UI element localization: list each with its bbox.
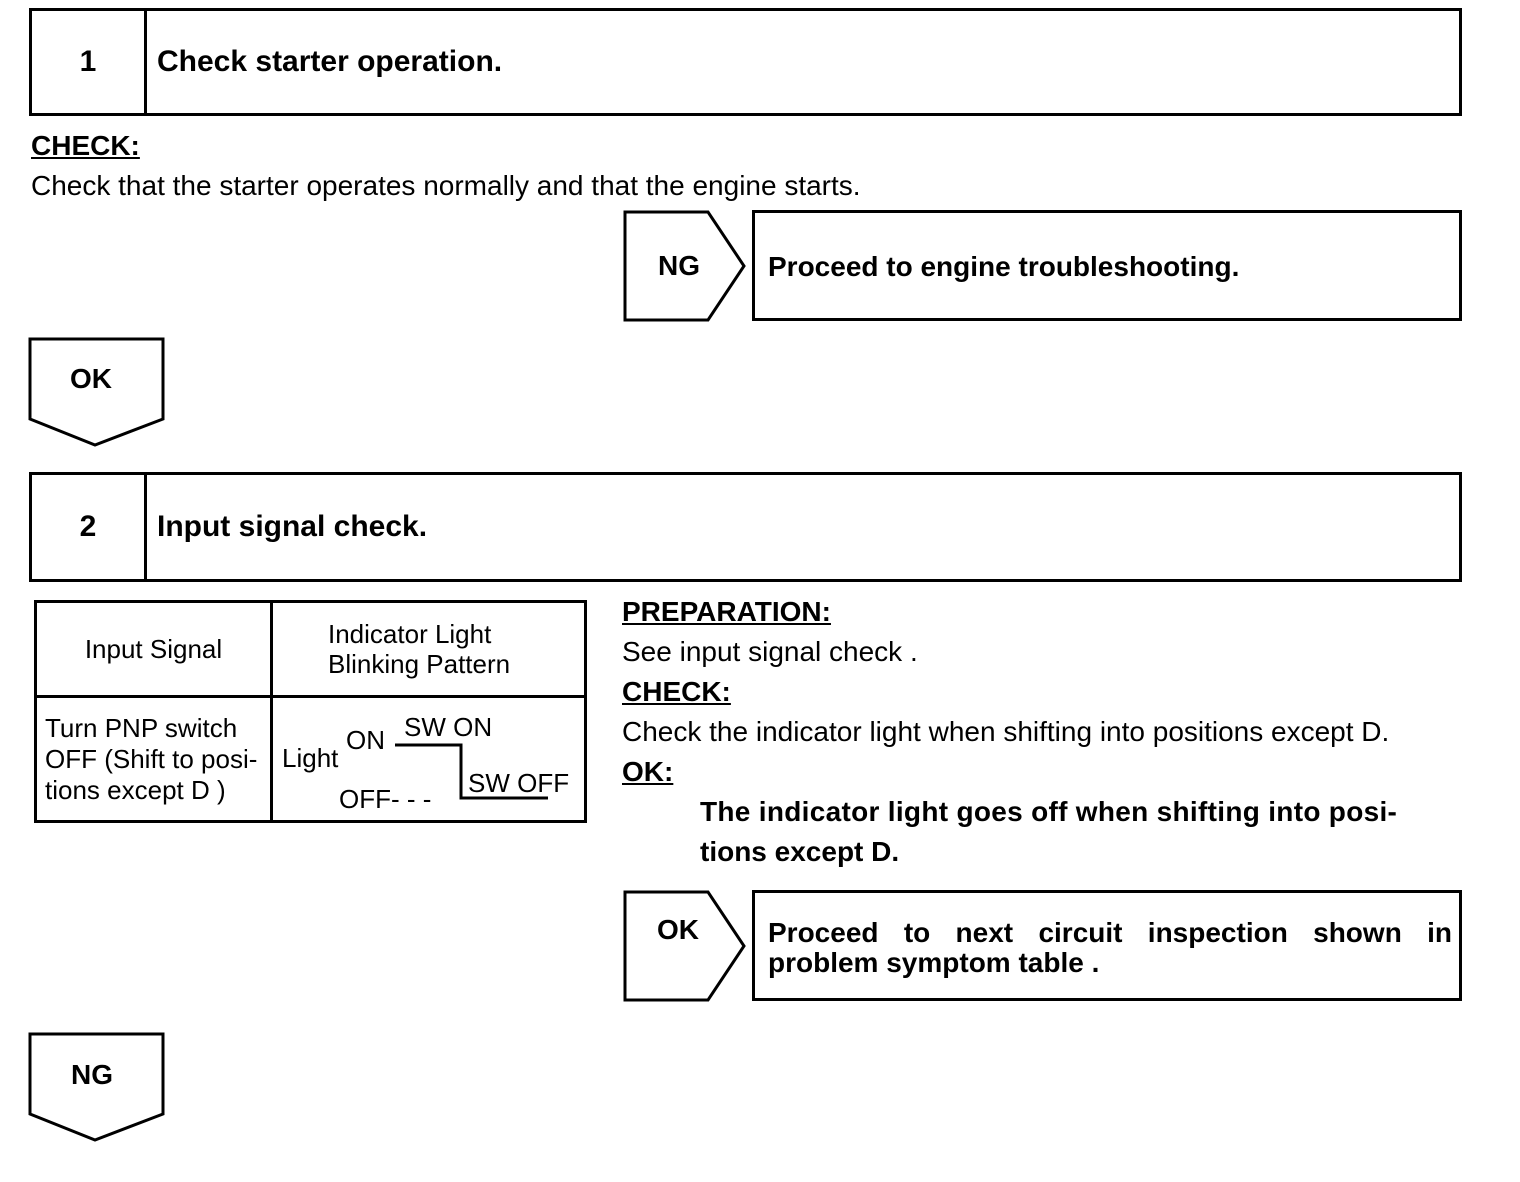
step-1-title: Check starter operation. — [157, 45, 503, 78]
step-2-ok-result-box: Proceed to next circuit inspection shown… — [752, 890, 1462, 1001]
step-2-check-label: CHECK: — [622, 676, 731, 707]
table-cell-input-line1: Turn PNP switch — [45, 712, 238, 743]
step-1-ok-arrow — [28, 337, 165, 447]
step-2-ok-result-line2: problem symptom table . — [768, 947, 1100, 978]
pattern-sw-off-label: SW OFF — [468, 768, 569, 798]
table-header-indicator-line2: Blinking Pattern — [328, 649, 511, 679]
table-cell-pattern: Light ON SW ON SW OFF OFF- - - — [270, 695, 587, 823]
step-2-header: 2 Input signal check. — [29, 472, 1462, 582]
step-1-ng-result-box: Proceed to engine troubleshooting. — [752, 210, 1462, 321]
step-1-check-text: Check that the starter operates normally… — [31, 170, 861, 201]
step-2-check-text: Check the indicator light when shifting … — [622, 716, 1390, 747]
step-1-check-label: CHECK: — [31, 130, 140, 161]
step-2-title: Input signal check. — [157, 510, 428, 543]
pattern-sw-on-label: SW ON — [404, 712, 492, 742]
step-2-ok-line2: tions except D. — [700, 836, 900, 867]
table-header-indicator-line1: Indicator Light — [328, 619, 492, 649]
table-row: Turn PNP switch OFF (Shift to posi- tion… — [34, 695, 587, 823]
step-2-ok-result-line1: Proceed to next circuit inspection shown… — [768, 917, 1452, 948]
pattern-on-label: ON — [346, 725, 385, 755]
step-2-preparation-text: See input signal check . — [622, 636, 918, 667]
step-2-ok-label: OK: — [622, 756, 674, 787]
pattern-off-label: OFF- - - — [339, 784, 431, 814]
step-2-ok-arrow — [623, 890, 746, 1002]
step-2-ng-arrow — [28, 1032, 165, 1142]
table-header-input-signal: Input Signal — [34, 600, 273, 698]
pattern-signal-line — [395, 743, 548, 800]
step-2-ok-arrow-label: OK — [657, 914, 699, 945]
step-2-ok-line1: The indicator light goes off when shifti… — [700, 796, 1398, 827]
table-header-indicator: Indicator Light Blinking Pattern — [270, 600, 587, 698]
input-signal-table: Input Signal Indicator Light Blinking Pa… — [34, 600, 587, 823]
step-1-ng-result-text: Proceed to engine troubleshooting. — [768, 251, 1240, 282]
step-2-preparation-label: PREPARATION: — [622, 596, 831, 627]
step-1-ng-arrow — [623, 210, 746, 322]
table-cell-input: Turn PNP switch OFF (Shift to posi- tion… — [34, 695, 273, 823]
step-2-number: 2 — [32, 475, 147, 579]
step-2-ng-label: NG — [71, 1059, 113, 1090]
pattern-light-label: Light — [282, 743, 339, 773]
table-header-row: Input Signal Indicator Light Blinking Pa… — [34, 600, 587, 698]
table-header-input-signal-text: Input Signal — [84, 633, 223, 664]
step-1-header: 1 Check starter operation. — [29, 8, 1462, 116]
blinking-pattern-diagram: Light ON SW ON SW OFF OFF- - - — [282, 712, 569, 814]
table-cell-input-line3: tions except D ) — [45, 774, 226, 805]
table-cell-input-line2: OFF (Shift to posi- — [45, 743, 258, 774]
step-1-number: 1 — [32, 11, 147, 113]
step-1-ng-label: NG — [658, 250, 700, 281]
step-1-ok-label: OK — [70, 363, 112, 394]
